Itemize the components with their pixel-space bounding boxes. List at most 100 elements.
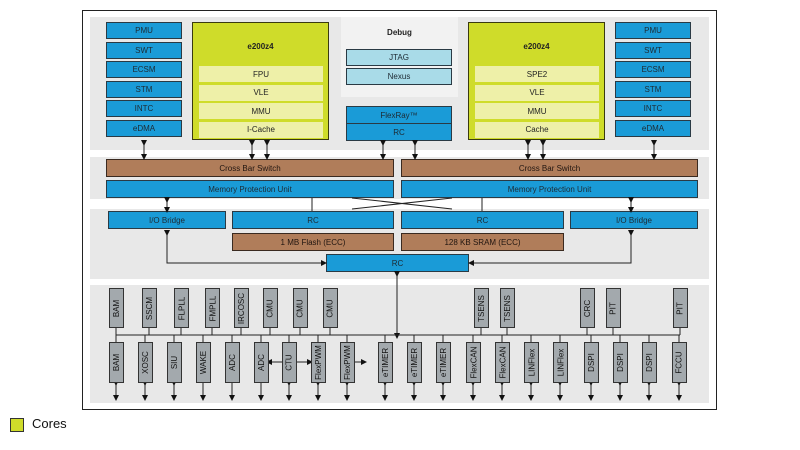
core-right-title: e200z4 (523, 42, 550, 51)
top-module-label: BAM (112, 299, 121, 317)
bottom-module-label: FlexPWM (343, 345, 353, 380)
bottom-module-flexpwm: FlexPWM (311, 342, 326, 383)
left-peripheral-swt: SWT (106, 41, 182, 59)
left-peripheral-pmu: PMU (106, 22, 182, 39)
right-peripheral-stm: STM (615, 80, 691, 98)
bottom-module-label: ADC (257, 354, 267, 371)
bottom-module-bam: BAM (109, 342, 124, 383)
top-module-cmu: CMU (263, 288, 278, 328)
left-peripheral-intc: INTC (106, 100, 182, 118)
bottom-module-label: SIU (170, 355, 179, 370)
top-module-label: SSCM (145, 296, 154, 320)
debug-title: Debug (387, 28, 412, 37)
bottom-module-dspi: DSPI (584, 342, 599, 383)
bottom-module-etimer: eTIMER (436, 342, 451, 383)
bottom-module-etimer: eTIMER (407, 342, 422, 383)
top-module-pit: PIT (673, 288, 688, 328)
bottom-module-label: DSPI (616, 353, 626, 372)
left-peripheral-ecsm: ECSM (106, 61, 182, 79)
bottom-module-label: LINFlex (556, 348, 565, 377)
top-module-label: TSENS (503, 294, 513, 322)
io-bridge-right: I/O Bridge (570, 211, 698, 229)
debug-nexus: Nexus (346, 68, 452, 85)
bottom-module-label: DSPI (645, 353, 655, 372)
rc-right: RC (401, 211, 564, 229)
bottom-module-flexcan: FlexCAN (495, 342, 510, 383)
legend-cores-label: Cores (32, 416, 67, 431)
flexray-rc: RC (346, 123, 452, 141)
legend-cores-swatch (10, 418, 24, 432)
core-left-unit-vle: VLE (199, 84, 323, 101)
top-module-label: CMU (326, 298, 335, 318)
bottom-module-ctu: CTU (282, 342, 297, 383)
top-module-label: TSENS (477, 294, 487, 322)
core-left-unit-i-cache: I-Cache (199, 121, 323, 138)
core-right-unit-vle: VLE (475, 84, 599, 101)
bottom-module-label: DSPI (587, 353, 597, 372)
sram-block: 128 KB SRAM (ECC) (401, 233, 564, 251)
top-module-crc: CRC (580, 288, 595, 328)
bottom-module-siu: SIU (167, 342, 182, 383)
right-peripheral-ecsm: ECSM (615, 61, 691, 79)
top-module-label: IRCOSC (237, 292, 246, 324)
bottom-module-etimer: eTIMER (378, 342, 393, 383)
flexray-block: FlexRay™ (346, 106, 452, 124)
bottom-module-label: FlexCAN (498, 346, 508, 379)
right-peripheral-swt: SWT (615, 41, 691, 59)
core-left-unit-mmu: MMU (199, 103, 323, 119)
bottom-module-flexcan: FlexCAN (466, 342, 481, 383)
bottom-module-linflex: LINFlex (553, 342, 568, 383)
bottom-module-label: eTIMER (410, 347, 419, 378)
left-peripheral-edma: eDMA (106, 120, 182, 137)
bottom-module-label: LINFlex (527, 348, 536, 377)
bottom-module-fccu: FCCU (672, 342, 687, 383)
top-module-tsens: TSENS (474, 288, 489, 328)
bottom-module-linflex: LINFlex (524, 342, 539, 383)
io-bridge-left: I/O Bridge (108, 211, 226, 229)
bottom-module-label: XOSC (141, 351, 151, 374)
core-left-unit-fpu: FPU (199, 66, 323, 82)
top-module-tsens: TSENS (500, 288, 515, 328)
top-module-label: CRC (583, 299, 592, 317)
bottom-module-label: eTIMER (381, 347, 390, 378)
right-peripheral-intc: INTC (615, 100, 691, 118)
top-module-sscm: SSCM (142, 288, 157, 328)
top-module-flpll: FLPLL (174, 288, 189, 328)
bottom-module-label: eTIMER (439, 347, 448, 378)
top-module-label: PIT (608, 301, 618, 315)
mpu-left: Memory Protection Unit (106, 180, 394, 198)
core-right-unit-spe2: SPE2 (475, 66, 599, 82)
top-module-bam: BAM (109, 288, 124, 328)
bottom-module-label: FlexCAN (469, 346, 479, 379)
top-module-label: PIT (675, 301, 685, 315)
rc-left: RC (232, 211, 394, 229)
top-module-ircosc: IRCOSC (234, 288, 249, 328)
core-right-unit-mmu: MMU (475, 103, 599, 119)
top-module-label: FLPLL (177, 296, 187, 320)
bottom-module-wake: WAKE (196, 342, 211, 383)
right-peripheral-edma: eDMA (615, 120, 691, 137)
top-module-cmu: CMU (293, 288, 308, 328)
top-module-fmpll: FMPLL (205, 288, 220, 328)
crossbar-left: Cross Bar Switch (106, 159, 394, 177)
core-right-unit-cache: Cache (475, 121, 599, 138)
bottom-module-dspi: DSPI (613, 342, 628, 383)
debug-jtag: JTAG (346, 49, 452, 66)
bottom-module-label: CTU (285, 354, 295, 371)
left-peripheral-stm: STM (106, 80, 182, 98)
bottom-module-adc: ADC (254, 342, 269, 383)
bottom-module-label: FCCU (675, 351, 684, 374)
bottom-module-label: BAM (112, 353, 121, 372)
crossbar-right: Cross Bar Switch (401, 159, 698, 177)
top-module-pit: PIT (606, 288, 621, 328)
bottom-module-adc: ADC (225, 342, 240, 383)
rc-center: RC (326, 254, 469, 272)
right-peripheral-pmu: PMU (615, 22, 691, 39)
bottom-module-dspi: DSPI (642, 342, 657, 383)
bottom-module-xosc: XOSC (138, 342, 153, 383)
bottom-module-flexpwm: FlexPWM (340, 342, 355, 383)
top-module-label: CMU (266, 298, 275, 318)
bottom-module-label: ADC (228, 354, 238, 371)
